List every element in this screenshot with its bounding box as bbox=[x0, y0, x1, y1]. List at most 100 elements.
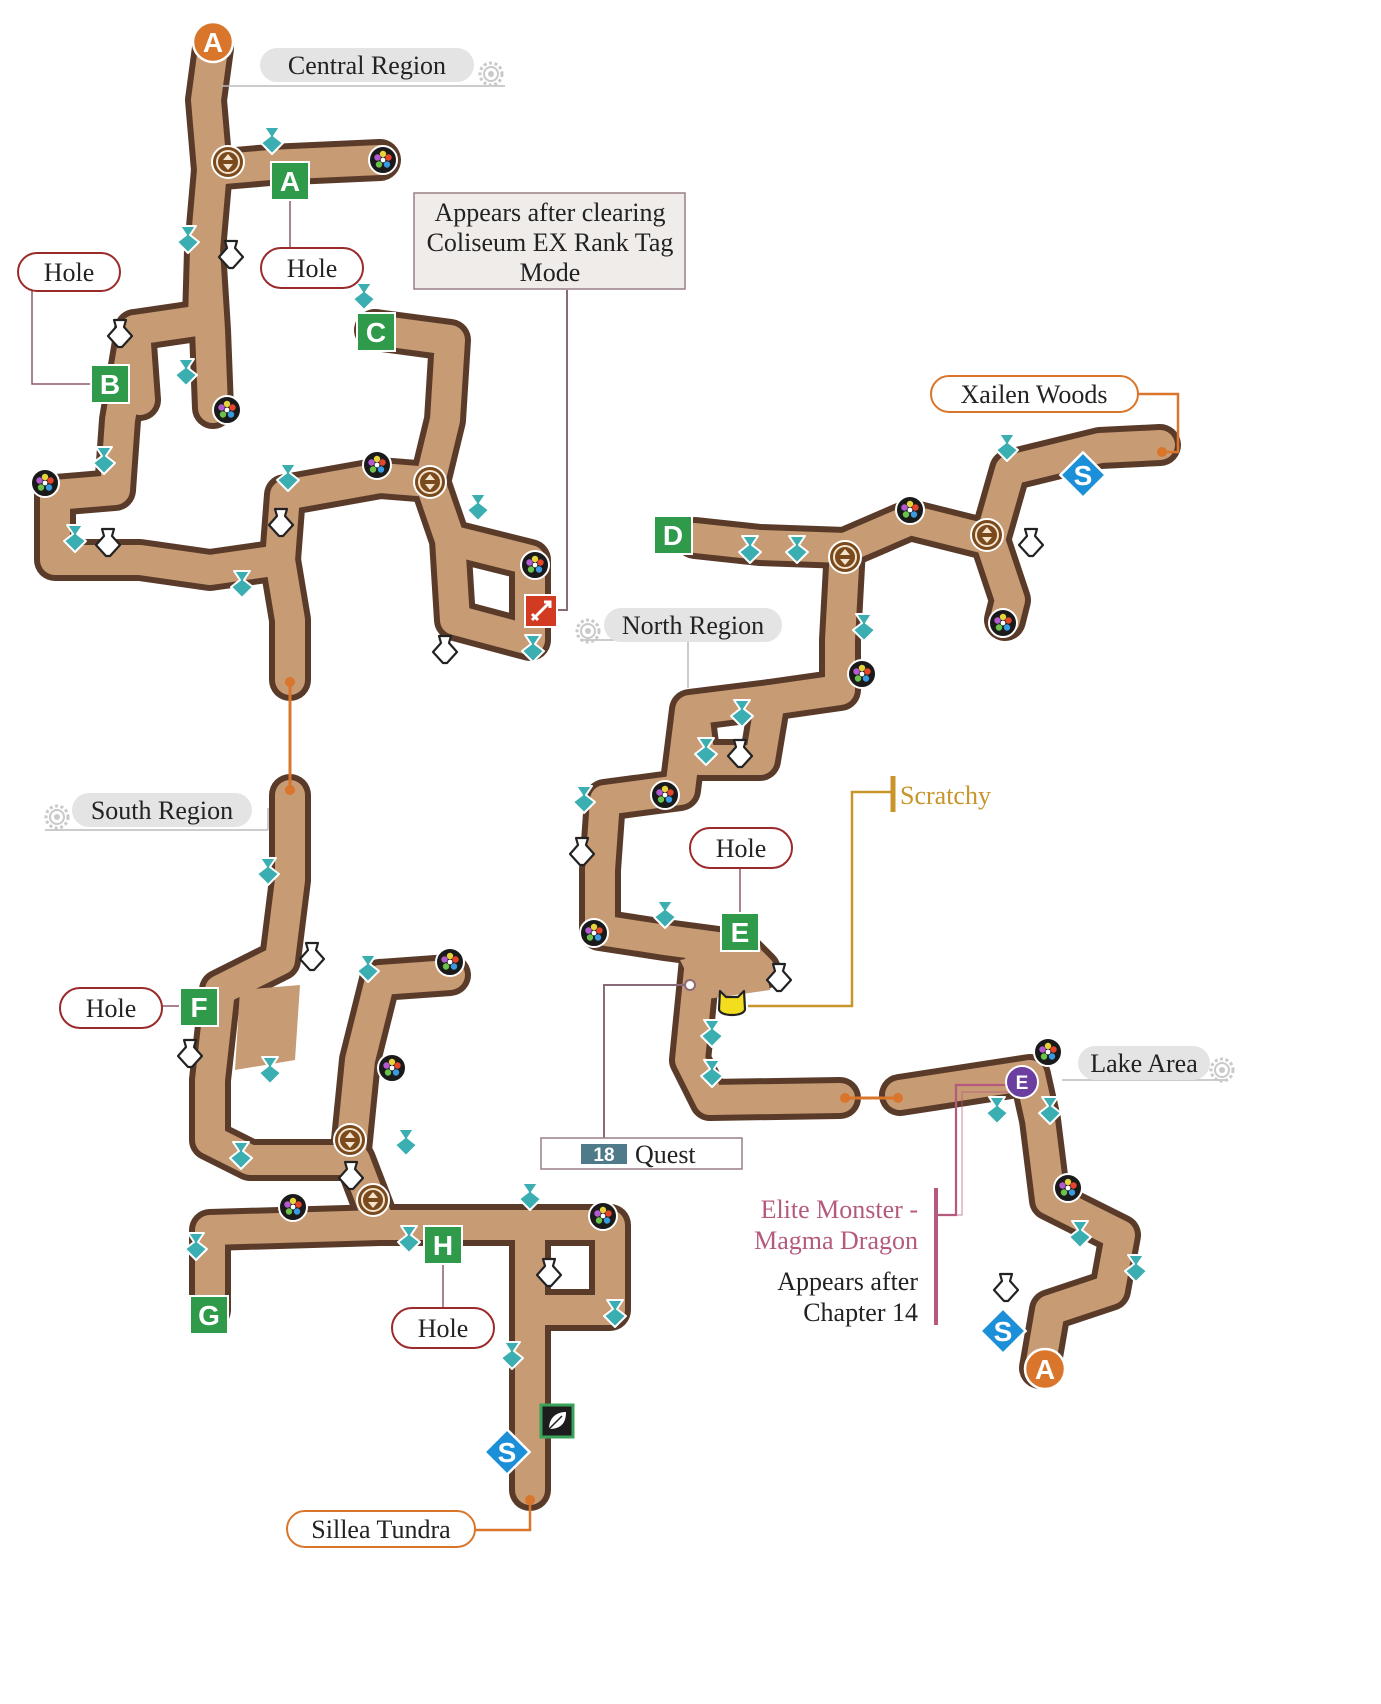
svg-text:Sillea Tundra: Sillea Tundra bbox=[311, 1515, 451, 1544]
leaf-icon bbox=[539, 1403, 575, 1439]
hole-label: Hole bbox=[17, 252, 121, 292]
gathering-point-icon bbox=[435, 947, 465, 977]
svg-text:E: E bbox=[1016, 1073, 1029, 1094]
svg-text:Hole: Hole bbox=[716, 834, 767, 863]
hole-label: Hole bbox=[689, 827, 793, 869]
gathering-point-icon bbox=[588, 1201, 618, 1231]
svg-text:Central Region: Central Region bbox=[288, 51, 446, 80]
map-corridors bbox=[34, 27, 1181, 1511]
svg-text:Scratchy: Scratchy bbox=[900, 781, 991, 810]
svg-text:Mode: Mode bbox=[520, 258, 581, 287]
svg-text:South Region: South Region bbox=[91, 796, 233, 825]
svg-text:F: F bbox=[190, 992, 207, 1023]
svg-text:A: A bbox=[1035, 1354, 1055, 1385]
boss-icon bbox=[524, 594, 558, 628]
svg-text:G: G bbox=[198, 1300, 220, 1331]
warp-icon bbox=[211, 145, 245, 179]
coliseum-note: Appears after clearing Coliseum EX Rank … bbox=[413, 192, 686, 290]
gear-icon bbox=[575, 618, 601, 644]
svg-text:Elite Monster -: Elite Monster - bbox=[761, 1195, 918, 1224]
elite-monster-note: Elite Monster - Magma Dragon Appears aft… bbox=[754, 1195, 918, 1327]
svg-text:E: E bbox=[731, 917, 750, 948]
gathering-point-icon bbox=[368, 145, 398, 175]
exit-label-sillea-tundra: Sillea Tundra bbox=[286, 1510, 476, 1548]
gathering-point-icon bbox=[520, 550, 550, 580]
gathering-point-icon bbox=[650, 780, 680, 810]
collection-point-icon bbox=[394, 1128, 418, 1157]
region-label-lake: Lake Area bbox=[1078, 1046, 1210, 1080]
marker-a: A bbox=[270, 161, 310, 201]
quest-note: 18 Quest bbox=[540, 1137, 743, 1170]
warp-points bbox=[211, 145, 1004, 1217]
gathering-point-icon bbox=[212, 395, 242, 425]
gathering-point-icon bbox=[1053, 1173, 1083, 1203]
svg-text:18: 18 bbox=[593, 1145, 614, 1166]
start-marker-lake: S bbox=[979, 1307, 1027, 1355]
warp-icon bbox=[413, 465, 447, 499]
svg-text:Appears after clearing: Appears after clearing bbox=[435, 198, 666, 227]
gathering-point-icon bbox=[895, 495, 925, 525]
svg-text:Coliseum EX Rank Tag: Coliseum EX Rank Tag bbox=[427, 228, 674, 257]
entrance-marker-a-top: A bbox=[191, 20, 235, 64]
cat-icon bbox=[717, 989, 747, 1017]
warp-icon bbox=[356, 1183, 390, 1217]
region-label-north: North Region bbox=[604, 608, 782, 642]
svg-text:Appears after: Appears after bbox=[777, 1267, 918, 1296]
mining-point-icon bbox=[992, 1272, 1020, 1303]
collection-point-icon bbox=[466, 493, 490, 522]
marker-g: G bbox=[189, 1295, 229, 1335]
marker-b: B bbox=[90, 364, 130, 404]
gear-icon bbox=[44, 804, 70, 830]
svg-text:H: H bbox=[433, 1230, 453, 1261]
svg-text:Chapter 14: Chapter 14 bbox=[803, 1298, 918, 1327]
warp-icon bbox=[333, 1123, 367, 1157]
svg-text:Hole: Hole bbox=[287, 254, 338, 283]
exit-label-xailen-woods: Xailen Woods bbox=[930, 375, 1139, 413]
svg-text:S: S bbox=[498, 1437, 517, 1468]
marker-c: C bbox=[356, 312, 396, 352]
gathering-point-icon bbox=[579, 918, 609, 948]
hole-label: Hole bbox=[391, 1307, 495, 1349]
gathering-point-icon bbox=[377, 1053, 407, 1083]
gathering-point-icon bbox=[30, 468, 60, 498]
gathering-point-icon bbox=[988, 608, 1018, 638]
region-label-south: South Region bbox=[72, 793, 252, 827]
svg-text:Lake Area: Lake Area bbox=[1090, 1049, 1198, 1078]
connector-lines bbox=[31, 85, 1225, 1532]
svg-text:Hole: Hole bbox=[86, 994, 137, 1023]
hole-label: Hole bbox=[260, 247, 364, 289]
svg-text:Hole: Hole bbox=[44, 258, 95, 287]
svg-text:Magma Dragon: Magma Dragon bbox=[754, 1226, 918, 1255]
warp-icon bbox=[970, 518, 1004, 552]
marker-e: E bbox=[720, 912, 760, 952]
svg-text:S: S bbox=[1074, 460, 1093, 491]
svg-text:S: S bbox=[994, 1316, 1013, 1347]
svg-text:A: A bbox=[203, 27, 223, 58]
warp-icon bbox=[828, 540, 862, 574]
mining-point-icon bbox=[1017, 527, 1045, 558]
svg-text:Hole: Hole bbox=[418, 1314, 469, 1343]
svg-text:C: C bbox=[366, 317, 386, 348]
region-label-central: Central Region bbox=[260, 48, 474, 82]
gathering-point-icon bbox=[847, 659, 877, 689]
svg-text:B: B bbox=[100, 369, 120, 400]
collection-point-icon bbox=[352, 282, 376, 311]
gathering-point-icon bbox=[362, 450, 392, 480]
gear-icon bbox=[1209, 1057, 1235, 1083]
marker-d: D bbox=[653, 515, 693, 555]
marker-h: H bbox=[423, 1225, 463, 1265]
gathering-point-icon bbox=[1033, 1037, 1063, 1067]
elite-icon: E bbox=[1005, 1065, 1039, 1099]
svg-text:North Region: North Region bbox=[622, 611, 764, 640]
gathering-point-icon bbox=[278, 1192, 308, 1222]
svg-text:Quest: Quest bbox=[635, 1140, 696, 1169]
mining-point-icon bbox=[298, 941, 326, 972]
scratchy-label: Scratchy bbox=[900, 781, 991, 810]
hole-label: Hole bbox=[59, 987, 163, 1029]
svg-text:A: A bbox=[280, 166, 300, 197]
start-marker-xailen: S bbox=[1059, 451, 1107, 499]
svg-text:Xailen Woods: Xailen Woods bbox=[961, 380, 1108, 409]
start-marker-sillea: S bbox=[483, 1428, 531, 1476]
gear-icon bbox=[478, 61, 504, 87]
